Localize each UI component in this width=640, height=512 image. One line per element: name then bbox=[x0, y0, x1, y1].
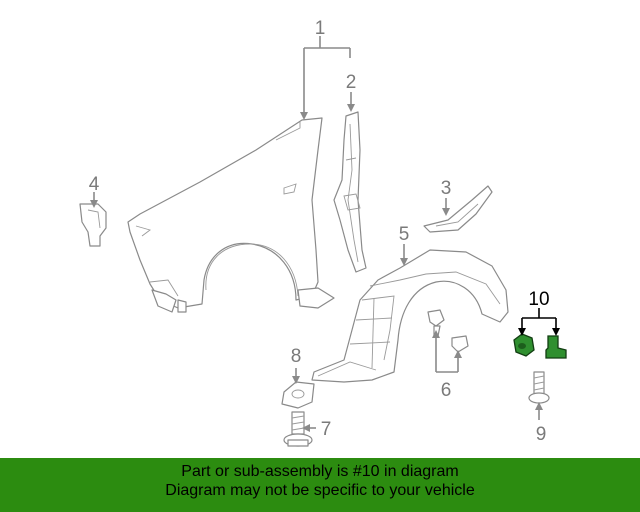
leader-lines bbox=[90, 36, 560, 432]
callout-8: 8 bbox=[291, 346, 302, 367]
callout-9: 9 bbox=[536, 424, 547, 445]
nut-part bbox=[281, 381, 315, 409]
banner-line-2: Diagram may not be specific to your vehi… bbox=[165, 482, 475, 499]
callout-4: 4 bbox=[89, 174, 100, 195]
callout-6: 6 bbox=[441, 380, 452, 401]
fender-brace-part bbox=[423, 185, 493, 233]
info-banner: Part or sub-assembly is #10 in diagram D… bbox=[0, 458, 640, 512]
bolt-part bbox=[283, 411, 313, 447]
callout-1: 1 bbox=[315, 18, 326, 39]
callout-7: 7 bbox=[321, 419, 332, 440]
side-bracket-part bbox=[79, 203, 107, 247]
clip-parts bbox=[427, 309, 469, 353]
fender-liner-part bbox=[311, 249, 509, 383]
callout-3: 3 bbox=[441, 178, 452, 199]
callout-5: 5 bbox=[399, 224, 410, 245]
highlighted-parts-10 bbox=[513, 333, 567, 359]
fender-part bbox=[127, 117, 335, 313]
callout-10: 10 bbox=[528, 289, 549, 310]
screw-part bbox=[528, 371, 550, 404]
fender-bracket-part bbox=[333, 111, 367, 273]
banner-line-1: Part or sub-assembly is #10 in diagram bbox=[181, 463, 459, 480]
callout-2: 2 bbox=[346, 72, 357, 93]
